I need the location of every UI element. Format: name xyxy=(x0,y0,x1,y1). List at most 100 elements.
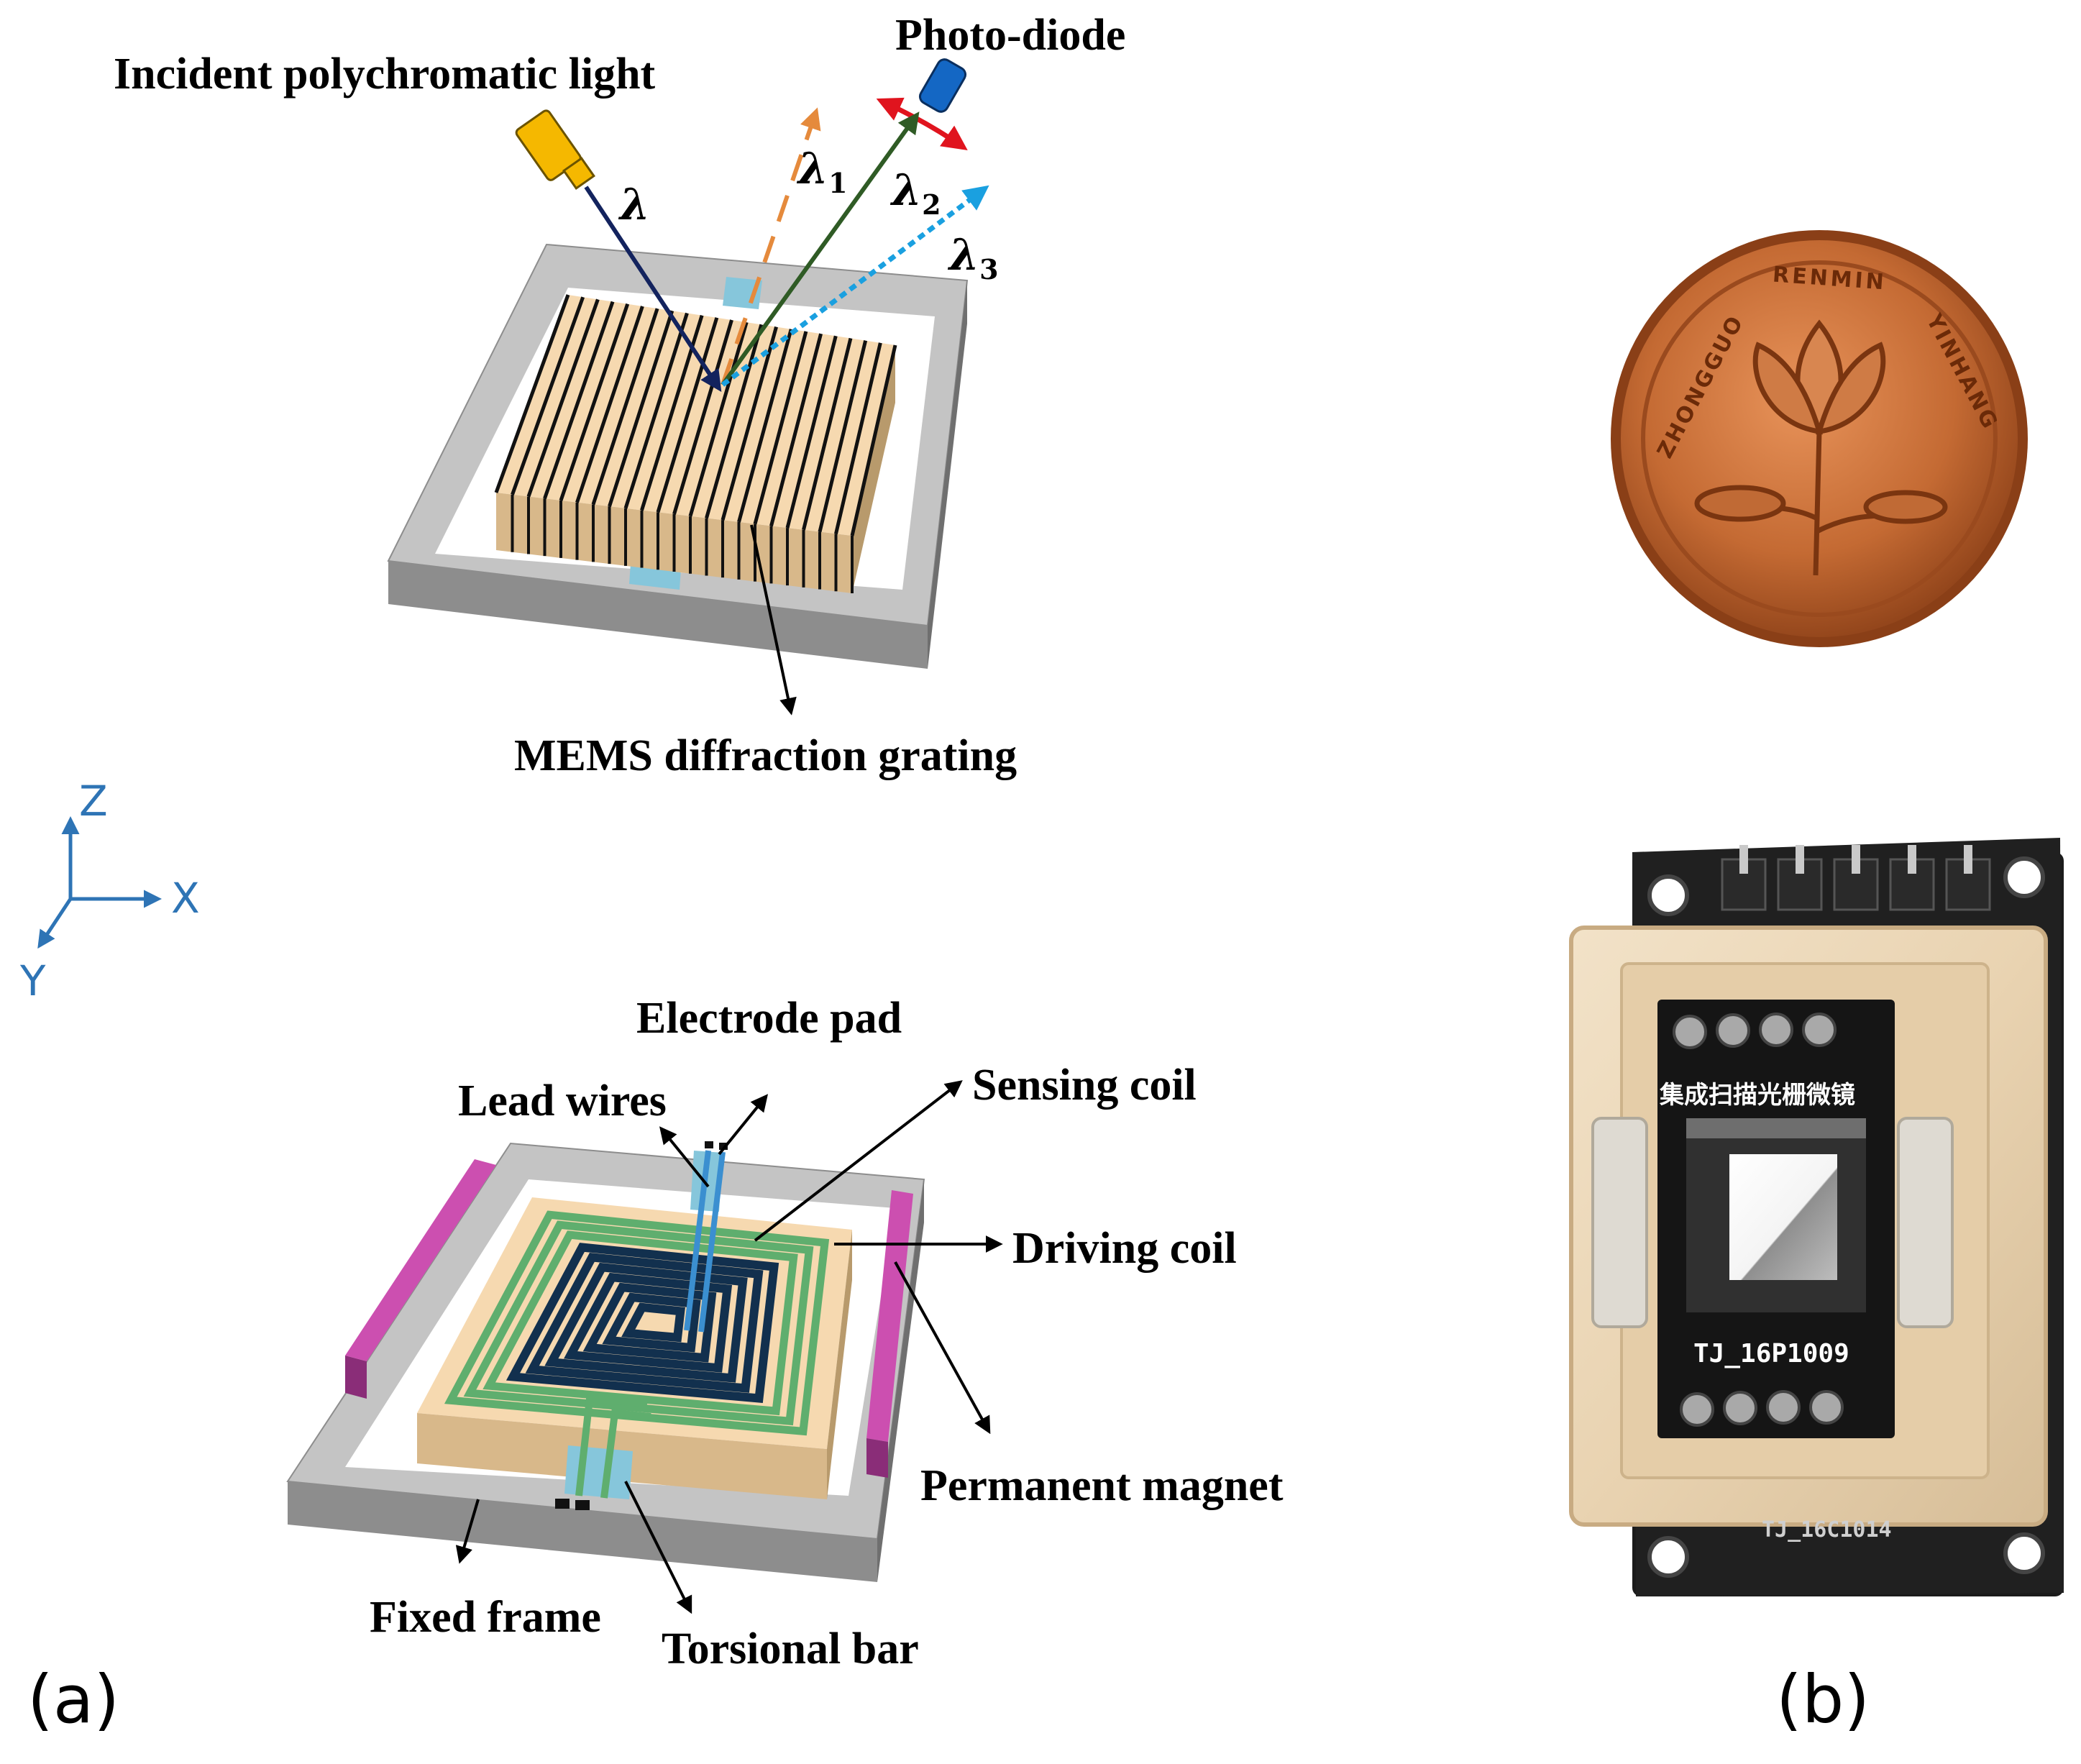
header-pins xyxy=(1721,845,1991,911)
grating-device xyxy=(387,58,989,716)
grating-groove xyxy=(688,321,749,517)
electrode-pointer xyxy=(718,1094,769,1156)
sensing-coil-turn xyxy=(564,1272,733,1373)
header-pin xyxy=(1739,845,1748,874)
grating-groove xyxy=(608,310,674,507)
header-pin xyxy=(1908,845,1916,874)
chip-chinese-label: 集成扫描光栅微镜 xyxy=(1660,1081,1855,1110)
magnet-left-front xyxy=(345,1356,367,1399)
grating-groove xyxy=(802,337,853,531)
label-driving-coil: Driving coil xyxy=(1012,1224,1237,1273)
diffracted-ray-3 xyxy=(721,185,989,387)
grating-groove xyxy=(721,326,778,521)
axis-triad xyxy=(37,816,162,949)
axis-y-label: Y xyxy=(20,956,46,1005)
label-lambda-3: λ3 xyxy=(949,230,999,285)
label-lambda-1: λ1 xyxy=(798,144,848,199)
coil-plate-right xyxy=(827,1230,852,1499)
sensing-pointer xyxy=(754,1080,963,1242)
chip-screw xyxy=(1809,1390,1844,1425)
electrode-pad-d xyxy=(575,1500,590,1510)
driving-coil-turn xyxy=(482,1230,798,1416)
chip-module-photo xyxy=(1569,838,2064,1596)
coil-group xyxy=(444,1210,830,1436)
grating-groove xyxy=(818,340,868,533)
grating-groove xyxy=(834,342,882,534)
label-electrode-pad: Electrode pad xyxy=(636,994,902,1043)
grating-groove xyxy=(511,296,585,495)
label-incident-light: Incident polychromatic light xyxy=(114,50,656,99)
sensing-coil-turn xyxy=(544,1262,748,1383)
magnet-left xyxy=(345,1159,496,1361)
axis-x-label: X xyxy=(171,874,200,923)
sensing-coil-turn xyxy=(506,1243,779,1403)
bottom-frame-front xyxy=(288,1481,877,1582)
coin-photo xyxy=(1611,230,2028,647)
grating-groove xyxy=(526,298,600,498)
mirror-surface xyxy=(1729,1154,1837,1280)
panel-label-b: (b) xyxy=(1776,1661,1870,1738)
driving-coil-turn xyxy=(463,1220,814,1426)
label-fixed-frame: Fixed frame xyxy=(370,1593,601,1642)
top-frame-right xyxy=(928,280,967,669)
chip-screw xyxy=(1766,1390,1801,1425)
bottom-frame-right xyxy=(877,1179,924,1582)
label-torsional-bar: Torsional bar xyxy=(662,1624,919,1673)
grating-grooves xyxy=(494,294,897,593)
chip-screw xyxy=(1723,1391,1757,1425)
label-lead-wires: Lead wires xyxy=(458,1077,667,1125)
sensing-coil-turn xyxy=(621,1302,685,1343)
chip-screw xyxy=(1716,1013,1750,1048)
chip-screws xyxy=(1673,1013,1844,1427)
label-permanent-magnet: Permanent magnet xyxy=(920,1461,1284,1510)
light-source-icon xyxy=(515,109,595,190)
electrode-pad-c xyxy=(555,1499,570,1509)
pcb-hole-br xyxy=(2003,1532,2045,1574)
header-pin xyxy=(1796,845,1804,874)
grating-groove xyxy=(623,312,689,509)
label-lambda: λ xyxy=(620,180,651,230)
top-frame-front xyxy=(388,561,928,669)
sensing-coil-turn xyxy=(602,1292,701,1353)
sensing-coil-turn xyxy=(582,1282,717,1363)
grating-groove xyxy=(737,329,793,523)
pcb-hole-tl xyxy=(1647,874,1689,916)
incident-ray xyxy=(584,186,722,393)
grating-pointer xyxy=(750,524,797,716)
chip-id-label: TJ_16P1009 xyxy=(1693,1339,1849,1368)
grating-groove xyxy=(753,331,808,525)
coin-flower-icon xyxy=(1694,319,1948,576)
pcb-hole-bl xyxy=(1647,1536,1689,1578)
actuator-device xyxy=(286,1080,1003,1614)
grating-plate-right xyxy=(852,345,895,593)
chip-screw xyxy=(1673,1015,1707,1049)
magnet-right-front xyxy=(866,1438,888,1478)
electrode-pad-b xyxy=(719,1143,728,1150)
electrode-pad-a xyxy=(705,1141,713,1148)
chip-screw xyxy=(1802,1013,1837,1047)
label-sensing-coil: Sensing coil xyxy=(972,1061,1197,1110)
diffracted-ray-1 xyxy=(721,107,821,385)
grating-groove xyxy=(494,294,570,493)
grating-groove xyxy=(559,303,630,501)
housing-magnet-right xyxy=(1897,1117,1954,1328)
pcb-hole-tr xyxy=(2003,856,2045,898)
label-lambda-2: λ2 xyxy=(892,165,941,221)
grating-groove xyxy=(543,301,615,499)
label-photo-diode: Photo-diode xyxy=(895,11,1126,60)
chip-screw xyxy=(1759,1013,1793,1047)
sensing-coil-turn xyxy=(525,1253,764,1393)
drive-lead-a xyxy=(575,1394,648,1496)
grating-groove xyxy=(769,333,823,526)
label-grating: MEMS diffraction grating xyxy=(514,731,1017,780)
photodiode-rotation-arc xyxy=(876,97,968,151)
housing-magnet-left xyxy=(1591,1117,1648,1328)
grating-groove xyxy=(785,335,838,529)
diffracted-ray-2 xyxy=(721,111,920,386)
lead-wires-pointer xyxy=(659,1126,710,1188)
axis-z-label: Z xyxy=(79,777,108,826)
torsion-pointer xyxy=(624,1481,692,1614)
bottom-torsion-bar-front xyxy=(564,1445,633,1499)
